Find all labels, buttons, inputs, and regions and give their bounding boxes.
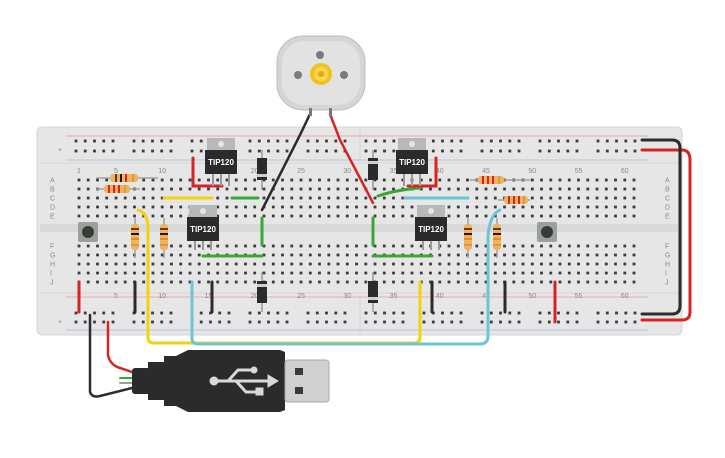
pushbutton-right bbox=[537, 222, 557, 242]
wire-red-rail-right bbox=[640, 148, 692, 322]
row-letter: F bbox=[665, 244, 669, 251]
column-number: 20 bbox=[251, 168, 259, 175]
column-number: 15 bbox=[205, 293, 213, 300]
column-number: 1 bbox=[77, 168, 81, 175]
row-letter: I bbox=[50, 271, 52, 278]
breadboard-holes bbox=[74, 139, 637, 324]
column-number: 25 bbox=[297, 293, 305, 300]
rail-plus-label-bottom: + bbox=[58, 319, 62, 326]
wire-black-rail-right bbox=[640, 138, 682, 316]
transistor-q1: TIP120 bbox=[205, 138, 237, 186]
resistor-v-3 bbox=[464, 218, 472, 258]
wire-red-usb bbox=[106, 320, 134, 374]
row-letter: I bbox=[665, 271, 667, 278]
row-letter: B bbox=[665, 187, 670, 194]
row-letter: D bbox=[665, 205, 670, 212]
column-number: 60 bbox=[621, 293, 629, 300]
resistor-h-4 bbox=[498, 196, 530, 204]
column-number: 10 bbox=[158, 293, 166, 300]
row-letter: B bbox=[50, 187, 55, 194]
row-letter: J bbox=[50, 280, 54, 287]
dc-motor bbox=[276, 35, 366, 116]
row-letter: D bbox=[50, 205, 55, 212]
transistor-q2-label: TIP120 bbox=[399, 158, 425, 167]
column-number: 30 bbox=[343, 293, 351, 300]
transistor-q4: TIP120 bbox=[415, 205, 447, 250]
row-letter: E bbox=[50, 214, 55, 221]
resistor-v-2 bbox=[160, 218, 168, 258]
diode-1 bbox=[257, 150, 267, 190]
row-letter: G bbox=[665, 253, 670, 260]
row-letter: F bbox=[50, 244, 54, 251]
wire-black-motor bbox=[260, 112, 312, 212]
diode-2 bbox=[368, 150, 378, 190]
transistor-q3-label: TIP120 bbox=[190, 225, 216, 234]
row-letter: H bbox=[665, 262, 670, 269]
row-letter: E bbox=[665, 214, 670, 221]
column-number: 35 bbox=[390, 168, 398, 175]
wire-cyan bbox=[190, 208, 502, 346]
transistor-q2: TIP120 bbox=[396, 138, 428, 186]
column-number: 25 bbox=[297, 168, 305, 175]
row-letter: C bbox=[665, 196, 670, 203]
column-number: 45 bbox=[482, 293, 490, 300]
column-number: 40 bbox=[436, 168, 444, 175]
row-letter: J bbox=[665, 280, 669, 287]
column-number: 5 bbox=[114, 293, 118, 300]
diode-4 bbox=[368, 272, 378, 312]
column-number: 60 bbox=[621, 168, 629, 175]
row-letter: G bbox=[50, 253, 55, 260]
column-number: 50 bbox=[528, 168, 536, 175]
motor-shaft-gear-icon bbox=[310, 63, 332, 85]
diode-3 bbox=[257, 272, 267, 312]
wire-red-q2 bbox=[406, 156, 438, 188]
column-number: 5 bbox=[114, 168, 118, 175]
column-number: 35 bbox=[390, 293, 398, 300]
column-number: 10 bbox=[158, 168, 166, 175]
resistor-h-2 bbox=[96, 185, 140, 193]
column-number: 55 bbox=[575, 168, 583, 175]
wire-black-usb bbox=[88, 313, 134, 398]
column-number: 20 bbox=[251, 293, 259, 300]
resistor-v-1 bbox=[131, 218, 139, 258]
wire-green-6 bbox=[376, 186, 422, 198]
row-letter: H bbox=[50, 262, 55, 269]
transistor-q3: TIP120 bbox=[187, 205, 219, 250]
resistor-h-3 bbox=[470, 176, 530, 184]
usb-a-plug bbox=[132, 350, 330, 412]
column-number: 40 bbox=[436, 293, 444, 300]
column-number: 50 bbox=[528, 293, 536, 300]
column-number: 45 bbox=[482, 168, 490, 175]
row-letter: A bbox=[665, 178, 670, 185]
wire-yellow bbox=[136, 208, 422, 345]
resistor-h-1 bbox=[96, 174, 158, 182]
pushbutton-left bbox=[78, 222, 98, 242]
wires bbox=[77, 112, 692, 398]
wire-red-motor bbox=[328, 112, 375, 205]
usb-icon bbox=[209, 366, 279, 396]
resistor-v-4 bbox=[493, 218, 501, 258]
rail-plus-label-top: + bbox=[58, 147, 62, 154]
transistor-q1-label: TIP120 bbox=[208, 158, 234, 167]
transistor-q4-label: TIP120 bbox=[418, 225, 444, 234]
row-letter: C bbox=[50, 196, 55, 203]
column-number: 30 bbox=[343, 168, 351, 175]
column-number: 55 bbox=[575, 293, 583, 300]
row-letter: A bbox=[50, 178, 55, 185]
